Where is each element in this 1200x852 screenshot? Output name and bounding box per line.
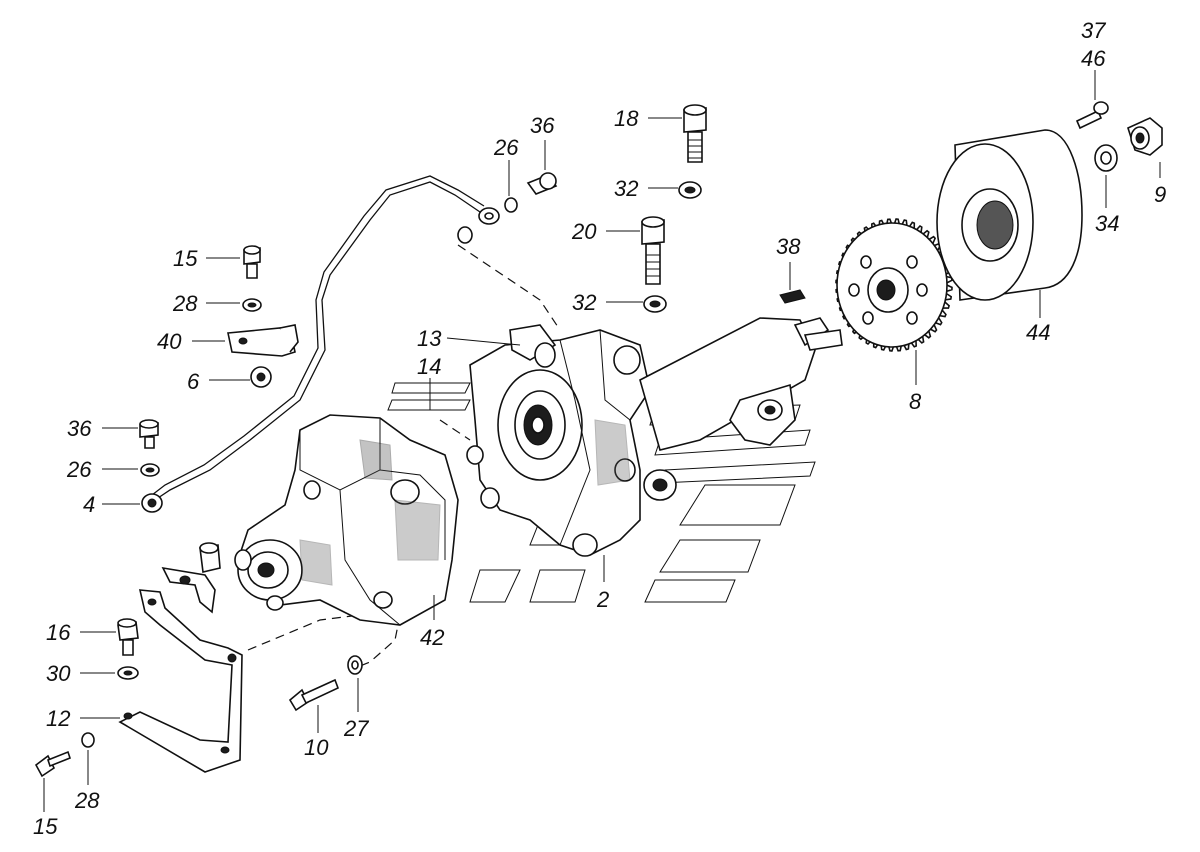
callout-8: 8 bbox=[909, 389, 922, 414]
fuel-line-tube bbox=[151, 175, 500, 501]
callout-13: 13 bbox=[417, 326, 442, 351]
callout-36-left: 36 bbox=[67, 416, 92, 441]
callout-36-top: 36 bbox=[530, 113, 555, 138]
bottom-small-parts bbox=[34, 618, 363, 778]
drive-drum bbox=[936, 129, 1083, 301]
callout-9: 9 bbox=[1154, 182, 1166, 207]
callout-2: 2 bbox=[596, 587, 609, 612]
callout-14: 14 bbox=[417, 354, 441, 379]
callout-42: 42 bbox=[420, 625, 444, 650]
callout-10: 10 bbox=[304, 735, 329, 760]
top-bolts bbox=[641, 104, 707, 313]
callout-15-top: 15 bbox=[173, 246, 198, 271]
callout-26-top: 26 bbox=[493, 135, 519, 160]
callout-32-lower: 32 bbox=[572, 290, 596, 315]
left-small-parts bbox=[227, 245, 299, 388]
callout-32-upper: 32 bbox=[614, 176, 638, 201]
fuel-pump-body bbox=[234, 414, 459, 626]
pump-drive-housing bbox=[466, 324, 651, 557]
drive-gear bbox=[835, 218, 953, 352]
callout-28-bottom: 28 bbox=[74, 788, 100, 813]
callout-27: 27 bbox=[343, 716, 369, 741]
callout-6: 6 bbox=[187, 369, 200, 394]
callout-labels: 37 46 9 34 44 18 32 20 32 38 8 26 36 15 … bbox=[33, 18, 1166, 839]
callout-40: 40 bbox=[157, 329, 182, 354]
callout-28-top: 28 bbox=[172, 291, 198, 316]
callout-16: 16 bbox=[46, 620, 71, 645]
callout-44: 44 bbox=[1026, 320, 1050, 345]
callout-46: 46 bbox=[1081, 46, 1106, 71]
top-banjo-fitting bbox=[457, 172, 558, 244]
callout-12: 12 bbox=[46, 706, 70, 731]
callout-4: 4 bbox=[83, 492, 95, 517]
mounting-bracket bbox=[118, 542, 243, 773]
callout-20: 20 bbox=[571, 219, 597, 244]
callout-37: 37 bbox=[1081, 18, 1106, 43]
callout-15-bottom: 15 bbox=[33, 814, 58, 839]
leader-lines bbox=[43, 70, 1161, 812]
drive-shaft-tube bbox=[639, 317, 843, 501]
woodruff-key bbox=[779, 289, 806, 304]
callout-18: 18 bbox=[614, 106, 639, 131]
callout-38: 38 bbox=[776, 234, 801, 259]
right-fasteners bbox=[1075, 101, 1163, 172]
left-banjo-fitting bbox=[139, 419, 163, 513]
callout-30: 30 bbox=[46, 661, 71, 686]
callout-34: 34 bbox=[1095, 211, 1119, 236]
callout-26-left: 26 bbox=[66, 457, 92, 482]
